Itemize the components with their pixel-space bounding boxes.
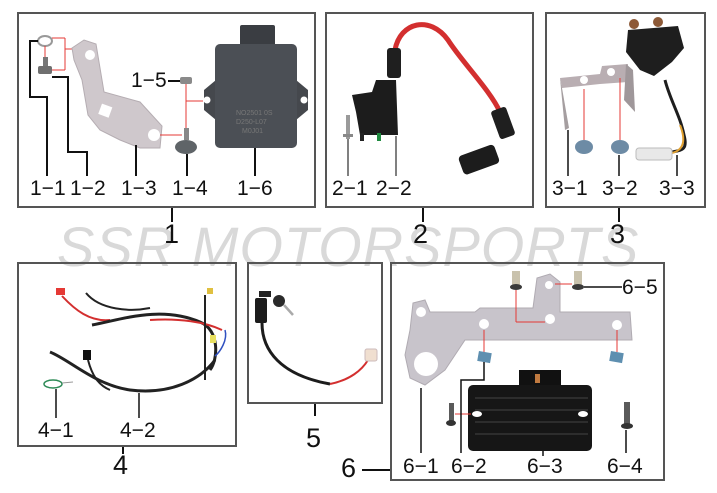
part-label-1-2: 1−2 [70,177,106,200]
part-label-6-5: 6−5 [622,276,658,299]
watermark-text: SSR MOTORSPORTS [57,215,640,278]
group-1-leader [171,208,173,222]
part-label-1-1: 1−1 [30,177,66,200]
group-1-label: 1 [164,219,180,249]
bracket-icon [404,273,633,386]
bracket-icon [560,64,635,130]
clip-nut-icon [477,351,624,364]
group-4-label: 4 [113,450,129,480]
ignition-coil-icon [352,22,515,175]
part-label-6-2: 6−2 [451,455,487,478]
group-6-label: 6 [341,453,357,483]
part-label-1-5: 1−5 [131,69,167,92]
group-1-box [17,12,316,208]
group-4-box [17,262,237,447]
regulator-rectifier-icon [468,370,592,451]
part-label-2-1: 2−1 [332,177,368,200]
part-label-6-1: 6−1 [403,455,439,478]
part-label-6-3: 6−3 [527,455,563,478]
group-3-leader [618,208,620,222]
part-label-1-6: 1−6 [237,177,273,200]
svg-text:M0J01: M0J01 [242,128,263,135]
bolt-icon [446,402,633,429]
wire-loop-icon [43,379,74,389]
group-2-box [325,12,534,208]
part-label-1-3: 1−3 [121,177,157,200]
nut-icon [180,77,192,84]
ignition-switch-icon [255,291,378,386]
group-6-leader [362,469,390,471]
flange-bolt-icon [175,128,197,154]
group-5-label: 5 [306,423,322,453]
group-2-leader [422,208,424,222]
group-3-label: 3 [610,219,626,249]
part-label-1-4: 1−4 [172,177,208,200]
part-label-3-2: 3−2 [602,177,638,200]
group-2-label: 2 [413,219,429,249]
part-label-4-2: 4−2 [120,419,156,442]
group-6-box [390,262,665,481]
group-3-box [545,12,706,208]
screw-icon [343,115,353,139]
part-label-2-2: 2−2 [376,177,412,200]
part-label-4-1: 4−1 [38,419,74,442]
bolt-icon [38,57,52,74]
starter-relay-icon [626,17,687,161]
part-label-3-1: 3−1 [552,177,588,200]
wiring-harness-icon [49,288,227,393]
part-label-6-4: 6−4 [607,455,643,478]
part-label-3-3: 3−3 [659,177,695,200]
group-5-leader [314,404,316,416]
bolt-icon [575,140,629,154]
svg-text:NO2501 0S: NO2501 0S [236,110,273,117]
cdi-unit-icon: NO2501 0S D250-L07 M0J01 [203,25,308,148]
rivet-icon [510,271,584,290]
svg-text:D250-L07: D250-L07 [236,119,267,126]
bracket-icon [71,39,163,149]
group-5-box [247,262,383,404]
group-4-leader [122,447,124,454]
